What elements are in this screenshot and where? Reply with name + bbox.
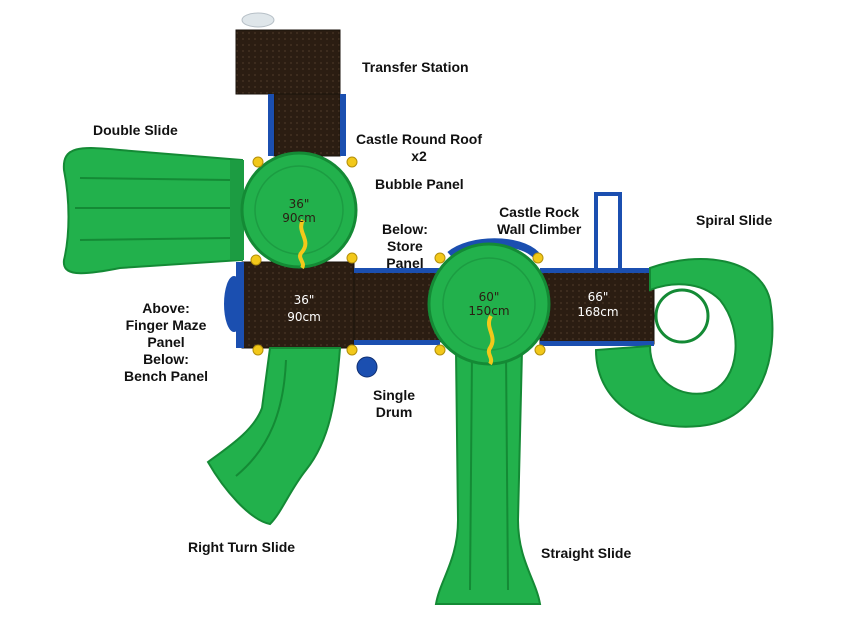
corner-bolts <box>250 156 546 356</box>
double-slide <box>62 147 244 275</box>
deck-left-inches: 36" <box>294 293 315 307</box>
deck-left-cm: 90cm <box>287 310 321 324</box>
left-deck: 36" 90cm <box>224 261 355 349</box>
roof-left-inches: 36" <box>289 197 310 211</box>
label-spiral-slide: Spiral Slide <box>696 212 773 228</box>
roof-right-cm: 150cm <box>468 304 509 318</box>
label-castle-rock-wall-climber: Castle Rock Wall Climber <box>497 204 582 237</box>
label-right-turn-slide: Right Turn Slide <box>188 539 296 555</box>
right-turn-slide <box>206 347 342 526</box>
right-deck: 66" 168cm <box>539 268 655 346</box>
transfer-station <box>235 12 346 157</box>
straight-slide <box>434 349 542 605</box>
roof-right-inches: 60" <box>479 290 500 304</box>
label-finger-maze-bench-panel: Above: Finger Maze Panel Below: Bench Pa… <box>124 300 209 384</box>
deck-right-cm: 168cm <box>577 305 618 319</box>
castle-round-roof-left: 36" 90cm <box>240 151 358 270</box>
label-straight-slide: Straight Slide <box>541 545 632 561</box>
roof-left-cm: 90cm <box>282 211 316 225</box>
handrail <box>594 192 622 268</box>
label-double-slide: Double Slide <box>93 122 178 138</box>
label-single-drum: Single Drum <box>373 387 416 420</box>
label-store-panel: Below: Store Panel <box>382 221 428 271</box>
spiral-slide <box>594 258 774 428</box>
single-drum <box>356 356 378 378</box>
label-castle-round-roof: Castle Round Roof x2 <box>356 131 482 164</box>
castle-round-roof-right: 60" 150cm <box>427 238 551 366</box>
label-bubble-panel: Bubble Panel <box>375 176 464 192</box>
bridge <box>353 268 441 345</box>
label-transfer-station: Transfer Station <box>362 59 469 75</box>
deck-right-inches: 66" <box>588 290 609 304</box>
